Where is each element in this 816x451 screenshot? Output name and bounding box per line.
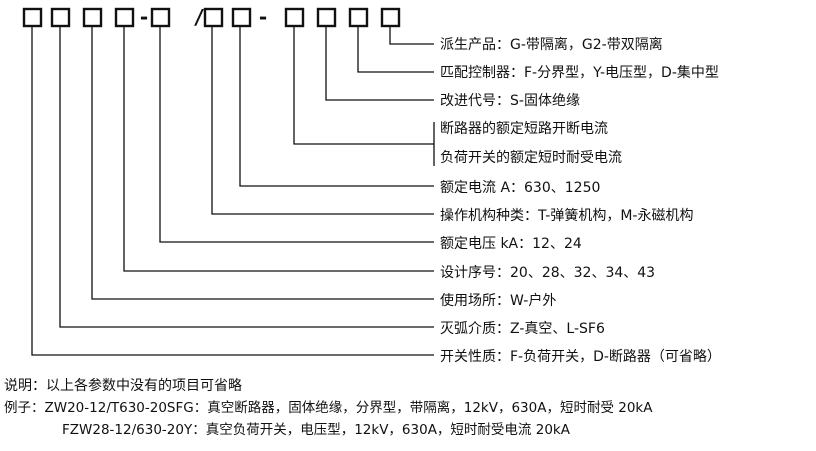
leader-design-number xyxy=(123,27,434,272)
leader-usage-location xyxy=(91,27,434,300)
legend-improvement-code: 改进代号：S-固体绝缘 xyxy=(440,93,580,109)
code-box-rated-voltage xyxy=(150,7,171,28)
legend-derived-product: 派生产品：G-带隔离，G2-带双隔离 xyxy=(440,37,663,53)
note-example-2: FZW28-12/630-20Y：真空负荷开关，电压型，12kV，630A，短时… xyxy=(62,422,570,438)
legend-withstand-current: 负荷开关的额定短时耐受电流 xyxy=(440,150,622,166)
leader-short-circuit-current xyxy=(293,27,434,145)
note-explanation: 说明：以上各参数中没有的项目可省略 xyxy=(4,378,242,394)
code-box-short-circuit-current xyxy=(284,7,305,28)
legend-rated-voltage: 额定电压 kA：12、24 xyxy=(440,236,582,252)
legend-usage-location: 使用场所：W-户外 xyxy=(440,293,557,309)
legend-breaking-current: 断路器的额定短路开断电流 xyxy=(440,121,608,137)
separator-dash-1: - xyxy=(138,5,151,29)
legend-mechanism-type: 操作机构种类：T-弹簧机构，M-永磁机构 xyxy=(440,208,694,224)
leader-rated-voltage xyxy=(159,27,434,243)
leader-rated-current xyxy=(239,27,434,187)
leader-derived-product xyxy=(389,27,434,45)
leader-arc-medium xyxy=(59,27,434,328)
code-box-arc-medium xyxy=(50,7,71,28)
separator-dash-2: - xyxy=(257,5,270,29)
leader-improvement-code xyxy=(325,27,434,101)
code-box-derived-product xyxy=(380,7,401,28)
code-box-rated-current xyxy=(231,7,252,28)
code-box-switch-type xyxy=(22,7,43,28)
leader-switch-type xyxy=(31,27,434,356)
code-box-controller xyxy=(348,7,369,28)
separator-slash: / xyxy=(193,5,206,29)
code-box-improvement-code xyxy=(316,7,337,28)
leader-controller xyxy=(357,27,434,73)
legend-rated-current: 额定电流 A：630、1250 xyxy=(440,180,601,196)
leader-mechanism-type xyxy=(211,27,434,215)
legend-arc-medium: 灭弧介质：Z-真空、L-SF6 xyxy=(440,321,605,337)
code-box-design-number xyxy=(114,7,135,28)
legend-design-number: 设计序号：20、28、32、34、43 xyxy=(440,265,656,281)
code-box-mechanism-type xyxy=(203,7,224,28)
legend-switch-type: 开关性质：F-负荷开关，D-断路器（可省略） xyxy=(440,349,721,365)
note-example-1: 例子：ZW20-12/T630-20SFG：真空断路器，固体绝缘，分界型，带隔离… xyxy=(4,400,653,416)
legend-controller: 匹配控制器：F-分界型，Y-电压型，D-集中型 xyxy=(440,65,719,81)
code-box-usage-location xyxy=(82,7,103,28)
